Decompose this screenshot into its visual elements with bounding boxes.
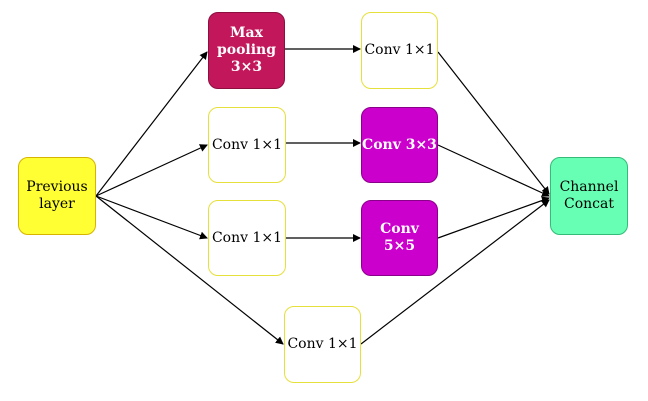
branch2-conv-1x1-node: Conv 1×1 [208,107,286,183]
conv-5x5-label: Conv 5×5 [380,221,419,255]
branch4-conv-1x1-label: Conv 1×1 [287,336,358,352]
edge-previous-to-branch2-conv [95,144,208,197]
conv-5x5-label-line1: Conv [380,221,419,237]
channel-concat-node: Channel Concat [550,157,628,235]
pool-conv-1x1-node: Conv 1×1 [361,12,438,89]
pool-conv-1x1-label: Conv 1×1 [364,42,435,58]
edge-conv-3x3-to-concat [437,144,550,197]
edge-conv-5x5-to-concat [437,196,550,239]
max-pooling-label-line2: pooling [216,42,277,58]
conv-5x5-label-line2: 5×5 [383,238,416,254]
edge-previous-to-max-pooling [95,51,208,197]
branch4-conv-1x1-node: Conv 1×1 [284,306,361,383]
branch3-conv-1x1-label: Conv 1×1 [211,229,283,246]
max-pooling-label-line3: 3×3 [230,59,263,75]
edge-branch4-conv-to-concat [360,199,550,345]
channel-concat-label: Channel Concat [559,179,619,212]
max-pooling-label-line1: Max [230,25,263,41]
edge-previous-to-branch4-conv [95,195,284,345]
previous-layer-node: Previous layer [18,157,96,235]
max-pooling-node: Max pooling 3×3 [208,12,285,89]
max-pooling-label: Max pooling 3×3 [217,25,276,76]
branch3-conv-1x1-node: Conv 1×1 [208,200,286,276]
edge-previous-to-branch3-conv [95,195,208,240]
conv-3x3-node: Conv 3×3 [361,107,438,183]
branch2-conv-1x1-label: Conv 1×1 [211,136,283,153]
previous-layer-label: Previous layer [26,179,88,212]
conv-3x3-label: Conv 3×3 [362,136,437,153]
edge-conv-1x1-to-concat [437,51,550,195]
conv-5x5-node: Conv 5×5 [361,200,438,276]
